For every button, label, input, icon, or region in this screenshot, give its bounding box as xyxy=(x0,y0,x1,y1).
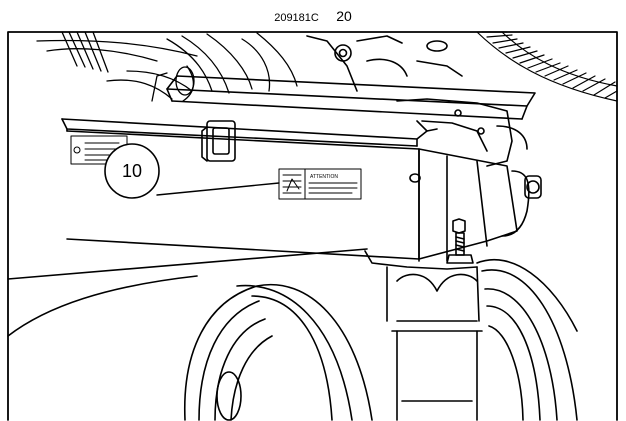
support-plate xyxy=(418,148,542,262)
right-tire xyxy=(476,258,578,421)
frame-beam xyxy=(61,118,438,147)
arm-bracket xyxy=(396,98,528,167)
decal-heading-text: ATTENTION xyxy=(310,174,338,180)
left-tire xyxy=(183,283,373,421)
machine-illustration: ATTENTION xyxy=(7,31,618,421)
adjusting-bolt xyxy=(446,218,474,264)
callout-number: 10 xyxy=(122,161,142,181)
page-header: 209181C 20 xyxy=(0,8,626,24)
corrugated-hose xyxy=(476,31,618,102)
callout-leader xyxy=(156,182,280,196)
page-number: 20 xyxy=(336,8,352,24)
spindle-housing xyxy=(364,250,483,421)
part-number: 209181C xyxy=(274,12,319,24)
deck-edge xyxy=(7,248,368,280)
rectangular-grip xyxy=(201,120,236,162)
attention-decal xyxy=(278,168,362,200)
callout-circle xyxy=(104,143,160,199)
figure-border xyxy=(7,31,618,421)
deck-curve xyxy=(7,275,198,337)
bolt-hole xyxy=(409,173,421,183)
figure-frame: ATTENTION xyxy=(7,31,618,421)
hydraulic-hoses xyxy=(36,31,298,102)
cross-bar xyxy=(166,75,536,120)
valve-bracket xyxy=(306,35,463,92)
